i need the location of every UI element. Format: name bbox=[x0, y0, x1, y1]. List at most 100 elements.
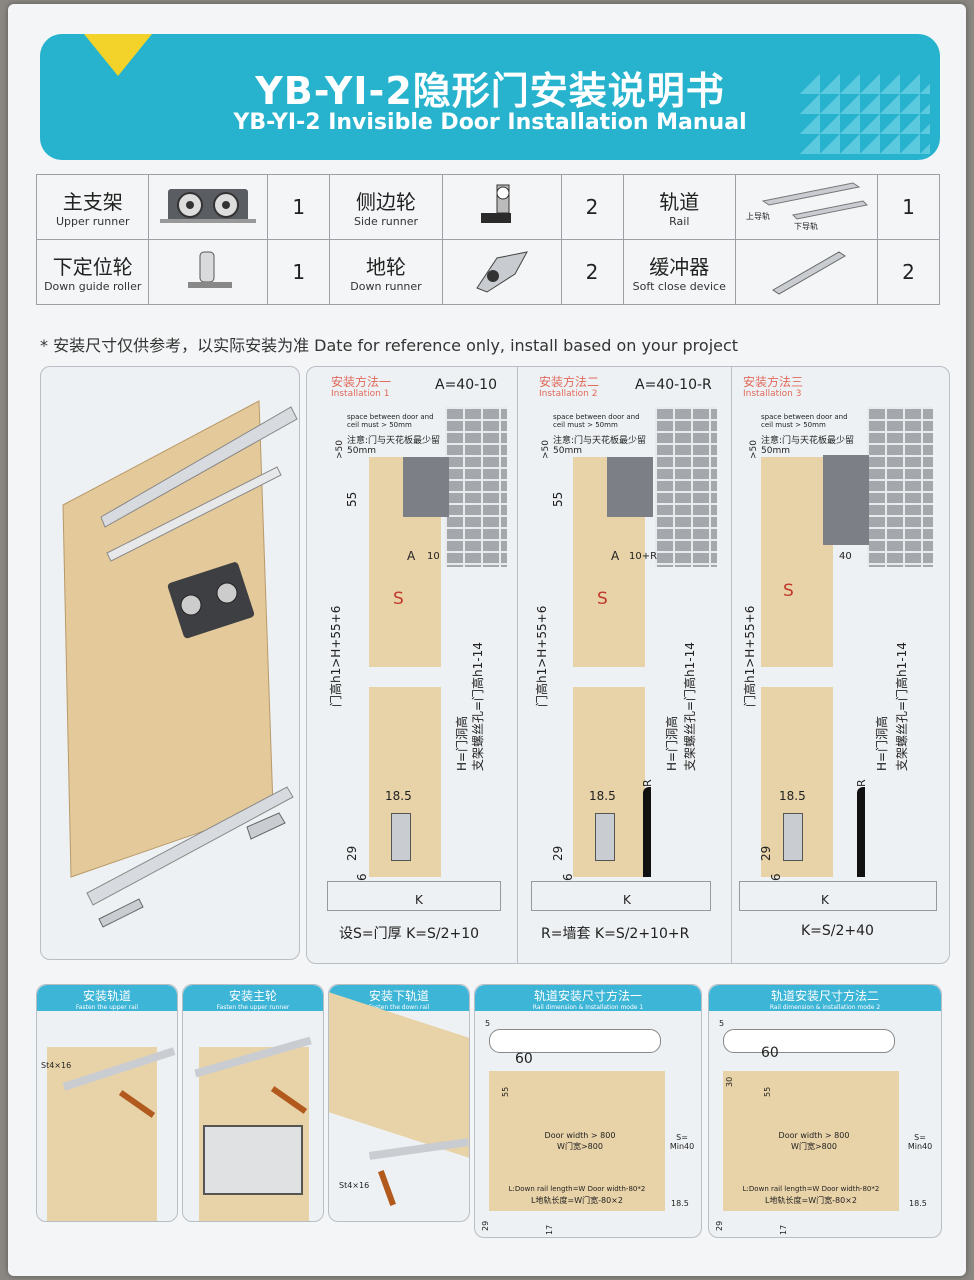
part-name-en: Soft close device bbox=[632, 280, 726, 293]
part-name-en: Down runner bbox=[350, 280, 422, 293]
dim-r: R bbox=[641, 779, 654, 787]
a-formula: A=40-10 bbox=[435, 377, 497, 393]
dim-6: 6 bbox=[561, 873, 575, 881]
handwritten-60: 60 bbox=[515, 1051, 533, 1067]
qty-cell: 2 bbox=[560, 239, 624, 305]
table-row: 主支架 Upper runner 1 侧边轮 Side runner bbox=[35, 174, 941, 240]
dim-29: 29 bbox=[715, 1220, 724, 1231]
handwritten-60: 60 bbox=[761, 1045, 779, 1061]
dim-29: 29 bbox=[345, 845, 359, 861]
title-chinese: YB-YI-2隐形门安装说明书 bbox=[255, 69, 725, 113]
part-name-cell: 下定位轮 Down guide roller bbox=[35, 239, 150, 305]
dim-gap: 10 bbox=[427, 551, 440, 562]
dim-18-5: 18.5 bbox=[671, 1199, 689, 1208]
divider bbox=[517, 367, 518, 963]
runner-inset bbox=[203, 1125, 303, 1195]
dim-17: 17 bbox=[545, 1224, 554, 1235]
part-name-cn: 地轮 bbox=[366, 255, 406, 279]
dim-55: 55 bbox=[551, 491, 565, 507]
dim-k: K bbox=[415, 893, 423, 907]
door-height-label: 门高h1>H+55+6 bbox=[743, 605, 757, 707]
divider bbox=[731, 367, 732, 963]
step-tab: 安装下轨道 Fasten the down rail bbox=[329, 985, 469, 1011]
dim-gap: 10+R bbox=[629, 551, 658, 562]
parts-table: 主支架 Upper runner 1 侧边轮 Side runner bbox=[35, 174, 941, 305]
part-name-cn: 缓冲器 bbox=[649, 255, 710, 279]
guide-roller-section bbox=[391, 813, 411, 861]
method-3: 安装方法三 Installation 3 space between door … bbox=[731, 367, 949, 963]
dim-5: 5 bbox=[485, 1019, 491, 1028]
door-width-en: Door width > 800 bbox=[544, 1131, 616, 1140]
upper-runner-section bbox=[607, 457, 653, 517]
door-upper bbox=[761, 457, 833, 667]
side-runner-image bbox=[441, 174, 562, 240]
dim-17: 17 bbox=[779, 1224, 788, 1235]
down-guide-roller-image bbox=[148, 239, 269, 305]
down-runner-icon bbox=[475, 251, 528, 293]
method-title-cn: 安装方法二 bbox=[539, 375, 600, 389]
s-min-label: S= Min40 bbox=[669, 1133, 695, 1151]
dim-29: 29 bbox=[481, 1220, 490, 1231]
part-name-en: Side runner bbox=[353, 215, 418, 228]
part-name-en: Upper runner bbox=[55, 215, 130, 228]
step-title-en: Fasten the upper rail bbox=[75, 1004, 139, 1011]
door-height-label: 门高h1>H+55+6 bbox=[329, 605, 343, 707]
dim-gt50: >50 bbox=[541, 440, 551, 459]
screw-label: St4×16 bbox=[339, 1181, 370, 1190]
dim-gap: 40 bbox=[839, 551, 852, 562]
dim-5: 5 bbox=[719, 1019, 725, 1028]
dim-18-5: 18.5 bbox=[589, 789, 616, 803]
rail-image: 上导轨 下导轨 bbox=[735, 174, 878, 240]
method-title-cn: 安装方法三 bbox=[743, 375, 804, 389]
a-formula: A=40-10-R bbox=[635, 377, 712, 393]
triangle-mosaic-decoration bbox=[800, 74, 930, 154]
dim-55: 55 bbox=[501, 1086, 510, 1097]
part-name-cell: 缓冲器 Soft close device bbox=[622, 239, 737, 305]
rail-mode-2-panel: 轨道安装尺寸方法二 Rail dimension & installation … bbox=[708, 984, 942, 1238]
step-title-cn: 安装下轨道 bbox=[368, 989, 429, 1003]
step-title-cn: 轨道安装尺寸方法一 bbox=[533, 989, 642, 1003]
method-formula: K=S/2+40 bbox=[801, 923, 874, 939]
down-rail-length-en: L:Down rail length=W Door width-80*2 bbox=[508, 1185, 646, 1193]
method-title-cn: 安装方法一 bbox=[331, 375, 392, 389]
space-note-en: space between door and ceil must > 50mm bbox=[347, 413, 434, 429]
part-name-cn: 轨道 bbox=[659, 190, 700, 214]
rail-top-view bbox=[723, 1029, 895, 1053]
guide-roller-section bbox=[783, 813, 803, 861]
dim-29: 29 bbox=[759, 845, 773, 861]
part-name-cell: 轨道 Rail bbox=[622, 174, 737, 240]
step-title-en: Rail dimension & Installation mode 1 bbox=[532, 1004, 644, 1011]
down-runner-image bbox=[441, 239, 562, 305]
down-rail-length-cn: L地轨长度=W门宽-80×2 bbox=[531, 1196, 623, 1205]
part-name-en: Down guide roller bbox=[44, 280, 142, 293]
rail-icon bbox=[762, 182, 869, 220]
step-tab: 轨道安装尺寸方法一 Rail dimension & Installation … bbox=[475, 985, 701, 1011]
dim-30: 30 bbox=[725, 1076, 734, 1087]
dim-r: R bbox=[855, 779, 868, 787]
part-name-cn: 下定位轮 bbox=[52, 255, 133, 279]
rail-top-view bbox=[489, 1029, 661, 1053]
qty-cell: 2 bbox=[876, 239, 941, 305]
soft-close-icon bbox=[772, 251, 847, 295]
space-note-cn: 注意:门与天花板最少留50mm bbox=[553, 436, 647, 456]
method-formula: 设S=门厚 K=S/2+10 bbox=[339, 926, 480, 942]
dim-k: K bbox=[821, 893, 829, 907]
step-title-cn: 安装轨道 bbox=[82, 989, 131, 1003]
door-height-label: 门高h1>H+55+6 bbox=[535, 605, 549, 707]
opening-height-label: H=门洞高 bbox=[455, 715, 469, 771]
step-upper-rail-panel: 安装轨道 Fasten the upper rail St4×16 bbox=[36, 984, 178, 1222]
down-rail-length-en: L:Down rail length=W Door width-80*2 bbox=[742, 1185, 880, 1193]
soft-close-image bbox=[735, 239, 878, 305]
s-min-label: S= Min40 bbox=[907, 1133, 933, 1151]
opening-height-label: H=门洞高 bbox=[875, 715, 889, 771]
dim-s: S bbox=[783, 581, 794, 601]
step-tab: 轨道安装尺寸方法二 Rail dimension & installation … bbox=[709, 985, 941, 1011]
wall-brick bbox=[867, 407, 933, 567]
qty-cell: 1 bbox=[876, 174, 941, 240]
qty-cell: 2 bbox=[560, 174, 624, 240]
space-note-cn: 注意:门与天花板最少留50mm bbox=[347, 436, 441, 456]
door-panel bbox=[329, 992, 469, 1158]
door-face bbox=[489, 1071, 665, 1211]
step-tab: 安装轨道 Fasten the upper rail bbox=[37, 985, 177, 1011]
floor bbox=[327, 881, 501, 911]
